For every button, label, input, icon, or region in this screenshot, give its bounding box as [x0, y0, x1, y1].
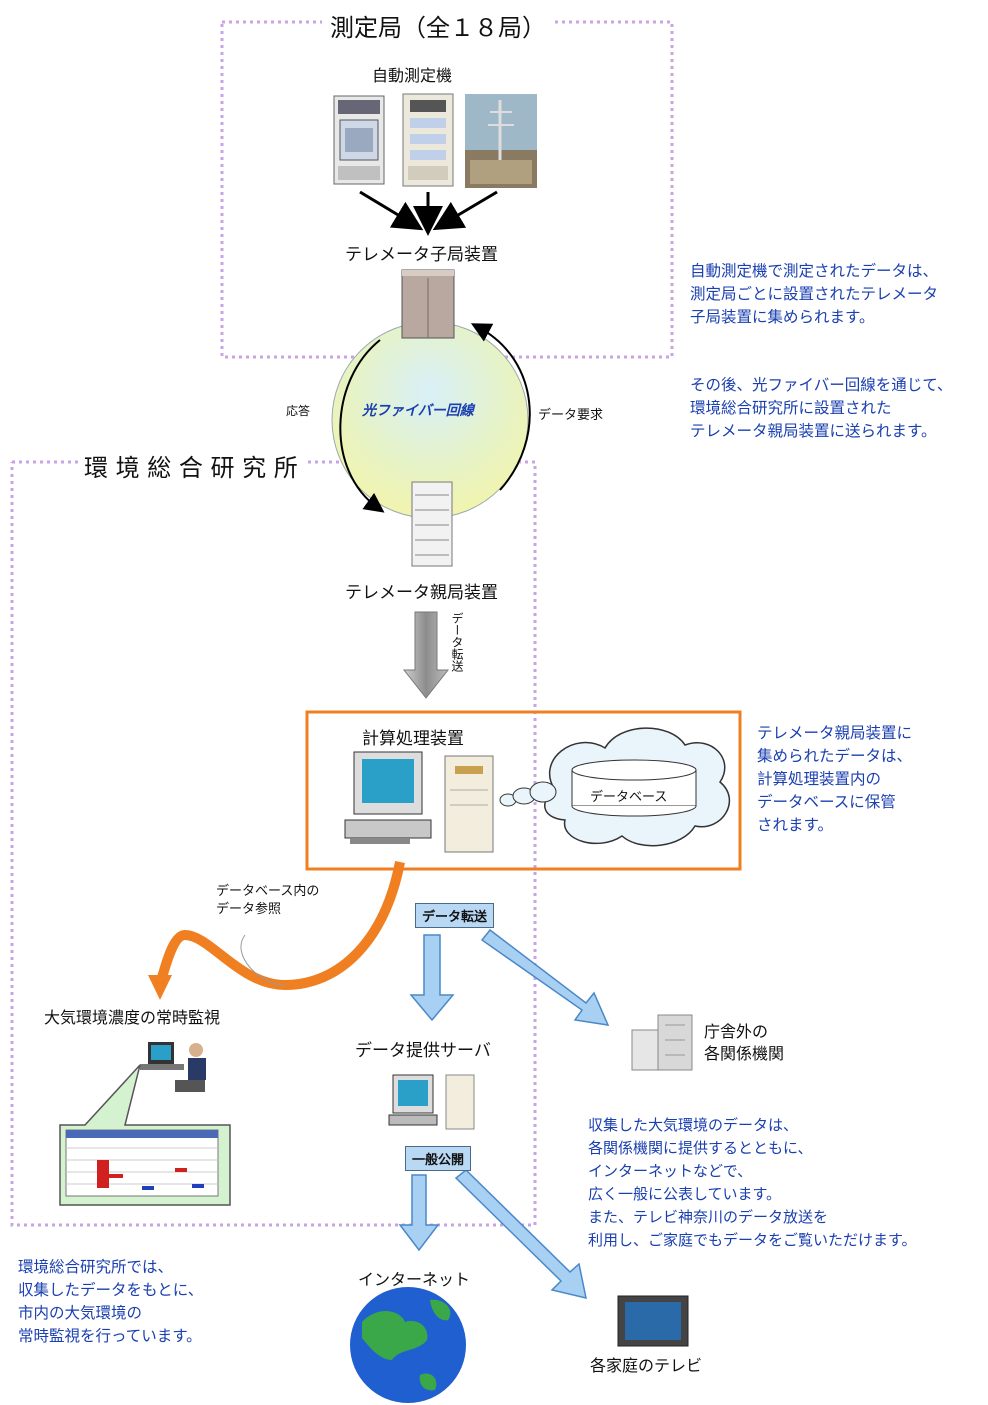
compute-tower-image: [444, 755, 494, 853]
response-label: 応答: [286, 404, 311, 418]
transfer-box: データ転送: [415, 903, 495, 928]
auto-machine-label: 自動測定機: [372, 66, 453, 85]
converging-arrows: [359, 190, 498, 236]
gray-down-arrow: [402, 611, 450, 699]
db-reference-arrow: [155, 861, 405, 991]
compute-frame: [305, 710, 742, 871]
note-5: 環境総合研究所では、収集したデータをもとに、市内の大気環境の常時監視を行っていま…: [18, 1258, 204, 1345]
monitoring-person-image: [140, 1042, 206, 1092]
agencies-label-1: 庁舎外の: [704, 1022, 769, 1041]
monitor-screenshot-balloon: [59, 1064, 231, 1206]
telemeter-child-label: テレメータ子局装置: [345, 245, 498, 265]
blue-arrows: [398, 928, 610, 1299]
response-arc-arrow: [339, 339, 385, 513]
analyzer-2-image: [402, 93, 454, 187]
db-reference-arrowhead: [148, 975, 172, 1000]
note-2: その後、光ファイバー回線を通じて、環境総合研究所に設置されたテレメータ親局装置に…: [690, 376, 953, 440]
institute-frame: [10, 460, 537, 1227]
request-arc-arrow: [470, 323, 531, 491]
telemeter-parent-label: テレメータ親局装置: [345, 583, 498, 603]
compute-pc-image: [344, 751, 432, 844]
agency-building-image: [631, 1014, 693, 1071]
note-1: 自動測定機で測定されたデータは、測定局ごとに設置されたテレメータ子局装置に集めら…: [690, 262, 939, 326]
data-request-label: データ要求: [538, 408, 604, 423]
agencies-label-2: 各関係機関: [704, 1044, 785, 1063]
monitoring-label: 大気環境濃度の常時監視: [44, 1008, 221, 1027]
transfer-vertical-label: データ転送: [450, 612, 464, 672]
compute-label: 計算処理装置: [362, 729, 464, 749]
db-ref-label-2: データ参照: [216, 902, 282, 917]
mast-photo-image: [465, 94, 537, 188]
internet-label: インターネット: [358, 1270, 471, 1289]
database-cylinder: [571, 759, 697, 817]
analyzer-1-image: [333, 95, 385, 185]
db-ref-label-1: データベース内の: [216, 884, 320, 899]
tv-image: [617, 1295, 689, 1347]
internet-globe-image: [350, 1287, 466, 1403]
provider-server-image: [388, 1074, 475, 1130]
note-3: テレメータ親局装置に集められたデータは、計算処理装置内のデータベースに保管されま…: [757, 724, 913, 834]
station-title: 測定局（全１８局）: [330, 14, 546, 42]
provider-server-label: データ提供サーバ: [355, 1041, 491, 1061]
database-label: データベース: [590, 790, 668, 805]
station-frame: [220, 20, 674, 359]
note-4: 収集した大気環境のデータは、各関係機関に提供するとともに、インターネットなどで、…: [588, 1116, 917, 1249]
telemeter-child-image: [401, 269, 455, 339]
public-box: 一般公開: [405, 1146, 472, 1171]
institute-title: 環 境 総 合 研 究 所: [84, 448, 298, 483]
tv-label: 各家庭のテレビ: [590, 1356, 703, 1375]
fiber-label: 光ファイバー回線: [362, 403, 474, 419]
telemeter-parent-image: [411, 481, 453, 567]
